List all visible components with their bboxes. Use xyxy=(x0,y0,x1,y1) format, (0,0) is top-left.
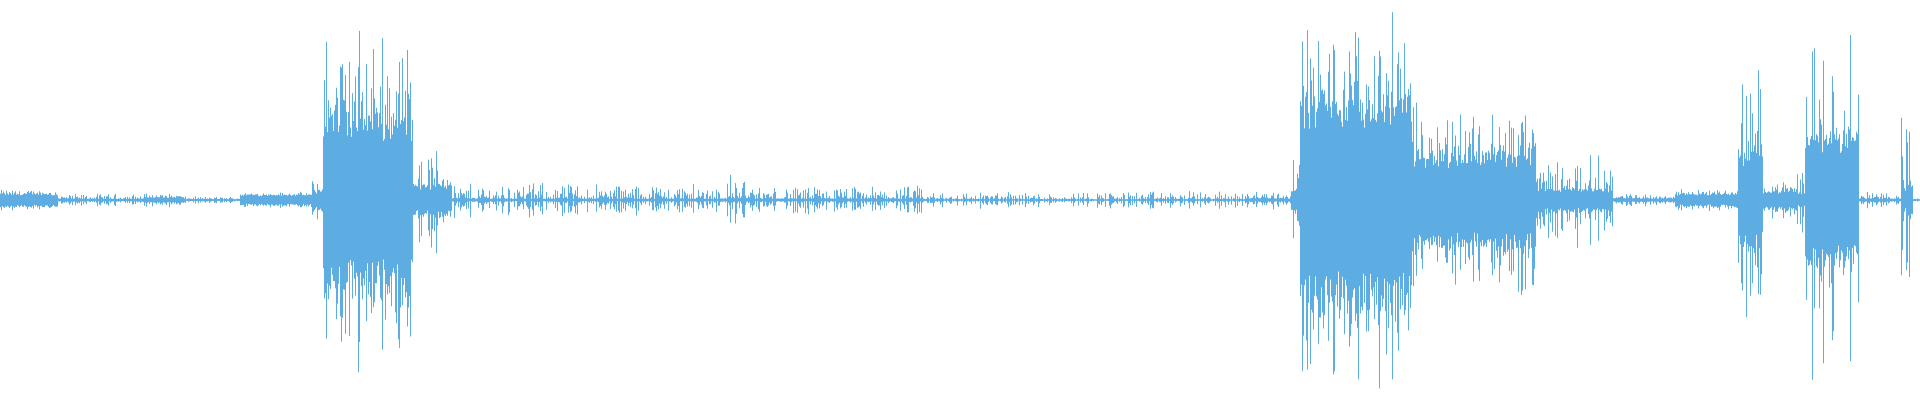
waveform-bars xyxy=(0,12,1920,389)
waveform-amplitude-path xyxy=(0,12,1920,389)
